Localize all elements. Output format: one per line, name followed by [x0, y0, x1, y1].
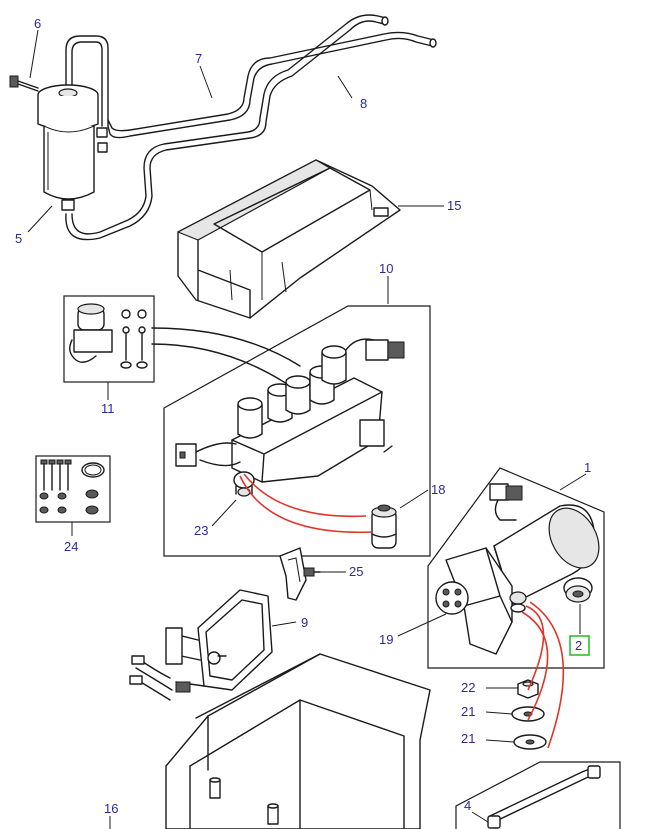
callout-5[interactable]: 5: [15, 231, 22, 246]
callout-22[interactable]: 22: [461, 680, 475, 695]
leader-lines: [27, 29, 587, 829]
callout-23[interactable]: 23: [194, 523, 208, 538]
callout-19[interactable]: 19: [379, 632, 393, 647]
control-unit-part-9: [129, 589, 273, 701]
air-dryer-part-5: [37, 35, 109, 211]
bracket-part-25: [279, 547, 321, 601]
callout-21-lower[interactable]: 21: [461, 731, 475, 746]
relation-lines: [239, 473, 565, 749]
solenoid-kit-part-11: [63, 295, 301, 391]
callout-8[interactable]: 8: [360, 96, 367, 111]
callout-21-upper[interactable]: 21: [461, 704, 475, 719]
callout-numbers: 6 5 7 8 15 10 11 18 1 23 24 25 9 19 2 22…: [15, 16, 591, 816]
callout-7[interactable]: 7: [195, 51, 202, 66]
callout-24[interactable]: 24: [64, 539, 78, 554]
hose-part-4: [455, 761, 621, 829]
highlighted-callout-box: [569, 635, 590, 656]
callout-2[interactable]: 2: [575, 638, 582, 653]
air-pipe-part-7: [65, 14, 389, 241]
air-pipe-part-8: [107, 31, 437, 139]
callout-16[interactable]: 16: [104, 801, 118, 816]
callout-6[interactable]: 6: [34, 16, 41, 31]
callout-4[interactable]: 4: [464, 798, 471, 813]
washer-part-21-lower: [513, 734, 547, 750]
callout-18[interactable]: 18: [431, 482, 445, 497]
valve-block-cover-part-15: [177, 159, 401, 319]
callout-25[interactable]: 25: [349, 564, 363, 579]
callout-1[interactable]: 1: [584, 460, 591, 475]
washer-part-21-upper: [511, 706, 545, 722]
tray-part-16: [165, 653, 431, 829]
bolt-part-6: [9, 75, 39, 92]
pressure-switch-part-18: [371, 504, 397, 549]
valve-block-part-10: [163, 305, 431, 557]
compressor-part-1: [427, 467, 605, 669]
callout-9[interactable]: 9: [301, 615, 308, 630]
callout-15[interactable]: 15: [447, 198, 461, 213]
callout-11[interactable]: 11: [101, 401, 115, 416]
callout-10[interactable]: 10: [379, 261, 393, 276]
bolt-kit-part-24: [35, 455, 111, 523]
